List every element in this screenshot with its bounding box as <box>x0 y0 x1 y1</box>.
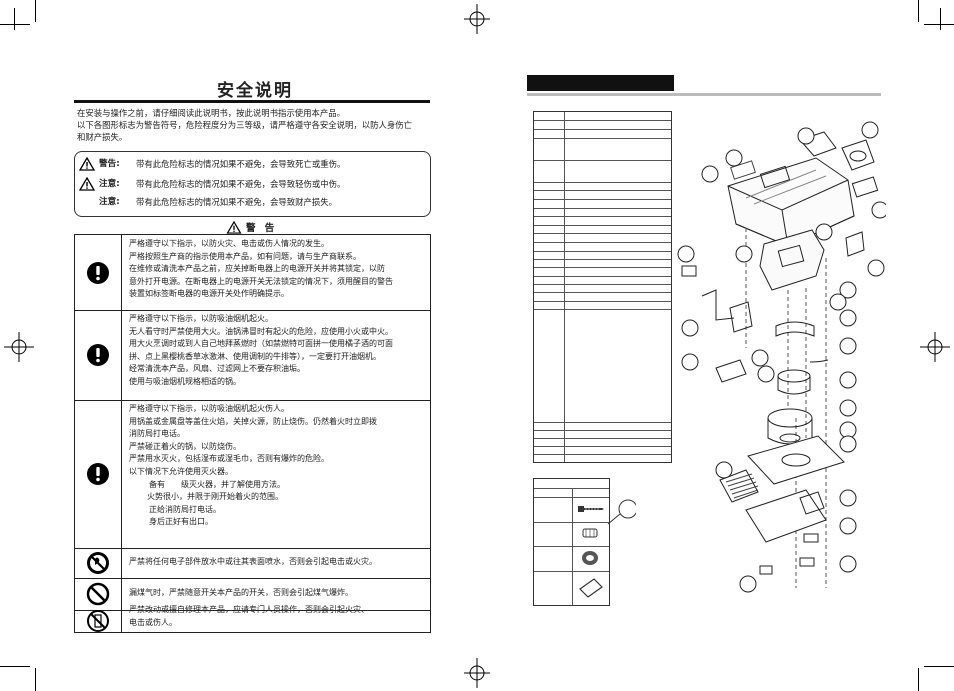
screw-icon <box>578 506 604 512</box>
prohibited-icon <box>86 582 110 606</box>
registration-mark <box>920 332 950 362</box>
crop-mark <box>35 668 36 691</box>
mandatory-action-icon <box>87 262 109 284</box>
parts-row <box>534 259 671 260</box>
parts-row <box>534 251 671 252</box>
no-water-icon <box>87 552 109 574</box>
warning-triangle-icon <box>79 177 95 191</box>
legend-row: 注意: 带有此危险标志的情况如果不避免，会导致财产损失。 <box>99 197 337 207</box>
parts-row <box>534 242 671 243</box>
warning-triangle-icon <box>79 157 95 171</box>
crop-mark <box>35 0 36 22</box>
crop-mark <box>940 8 941 30</box>
parts-row <box>534 216 671 217</box>
registration-mark <box>464 4 490 34</box>
parts-row <box>534 120 671 121</box>
warning-heading: 警 告 <box>226 220 286 234</box>
crop-mark <box>0 666 30 667</box>
warning-triangle-icon <box>226 221 242 234</box>
warning-section: 严禁改动或擅自修理本产品，应请专门人员操作，否则会引起火灾、 电击或伤人。 <box>75 605 430 632</box>
parts-row <box>534 233 671 234</box>
parts-row <box>534 454 671 455</box>
warning-section: 严格遵守以下指示，以防吸油烟机起火。 无人看守时严禁使用大火。油锅沸冒时有起火的… <box>75 310 430 401</box>
parts-row <box>534 446 671 447</box>
crop-mark <box>0 24 30 25</box>
warning-section: 严格遵守以下指示，以防吸油烟机起火伤人。 用锅盖或金属盘等盖住火焰，关掉火源，防… <box>75 400 430 549</box>
crop-mark <box>918 668 919 691</box>
parts-row <box>534 309 671 310</box>
parts-row <box>534 301 671 302</box>
crop-mark <box>918 0 919 22</box>
parts-row <box>534 138 671 139</box>
title-rule <box>74 100 430 103</box>
section-header-bar <box>527 75 674 91</box>
no-disassembly-icon <box>87 610 109 632</box>
legend-row: 警告: 带有此危险标志的情况如果不避免，会导致死亡或重伤。 <box>75 157 430 171</box>
registration-mark <box>464 658 490 688</box>
crop-mark <box>14 8 15 30</box>
warning-section: 严格遵守以下指示，以防火灾、电击或伤人情况的发生。 严格按照生产商的指示使用本产… <box>75 235 430 311</box>
instruction-sheet-icon <box>579 578 603 598</box>
parts-row <box>534 284 671 285</box>
header-rule <box>527 93 881 96</box>
parts-row <box>534 438 671 439</box>
mandatory-action-icon <box>87 463 109 485</box>
crop-mark <box>924 24 954 25</box>
parts-row <box>534 160 671 161</box>
warning-section: 漏煤气时，严禁随意开关本产品的开关，否则会引起煤气爆炸。 <box>75 578 430 611</box>
grommet-icon <box>582 551 598 565</box>
hazard-legend: 警告: 带有此危险标志的情况如果不避免，会导致死亡或重伤。 注意: 带有此危险标… <box>74 151 431 217</box>
intro-text: 在安装与操作之前，请仔细阅读此说明书，按此说明书指示使用本产品。 以下各图形标志… <box>77 108 412 142</box>
parts-row <box>534 225 671 226</box>
warning-table: 严格遵守以下指示，以防火灾、电击或伤人情况的发生。 严格按照生产商的指示使用本产… <box>74 234 431 633</box>
mandatory-action-icon <box>87 344 109 366</box>
parts-row <box>534 276 671 277</box>
parts-row <box>534 129 671 130</box>
parts-row <box>534 199 671 200</box>
parts-row <box>534 190 671 191</box>
parts-row <box>534 182 671 183</box>
warning-section: 严禁将任何电子部件放水中或往其表面喷水，否则会引起电击或火灾。 <box>75 548 430 579</box>
callout-circle <box>607 499 636 525</box>
wall-anchor-icon <box>582 528 598 538</box>
parts-row <box>534 422 671 423</box>
page-title: 安全说明 <box>217 81 293 101</box>
parts-row <box>534 208 671 209</box>
parts-list-table <box>533 111 672 463</box>
accessories-table <box>533 478 610 606</box>
parts-row <box>534 292 671 293</box>
parts-row <box>534 430 671 431</box>
crop-mark <box>924 666 954 667</box>
registration-mark <box>4 332 34 362</box>
exploded-assembly-diagram <box>677 121 886 593</box>
parts-row <box>534 267 671 268</box>
legend-row: 注意: 带有此危险标志的情况如果不避免，会导致轻伤或中伤。 <box>75 177 430 191</box>
